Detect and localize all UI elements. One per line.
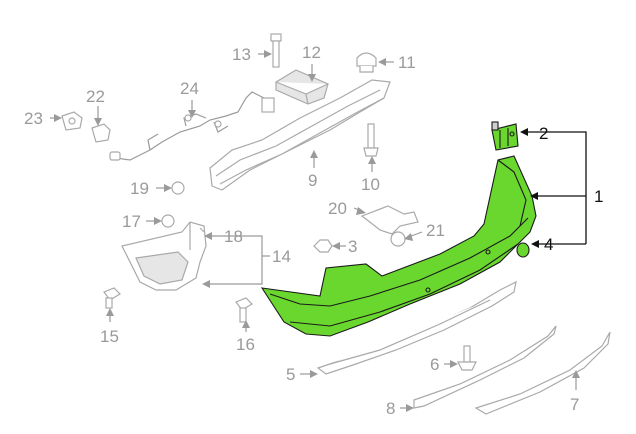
- callout-9: 9: [308, 171, 317, 190]
- part-15-bolt: [103, 287, 121, 309]
- callout-11: 11: [398, 53, 416, 72]
- part-11-nut: [356, 52, 377, 73]
- part-20-bracket: [360, 205, 419, 235]
- callout-10: 10: [361, 175, 380, 194]
- part-9-reinforcement-bar: [209, 79, 391, 191]
- part-22-sensor: [91, 123, 111, 143]
- callout-17: 17: [122, 212, 141, 231]
- callout-24: 24: [180, 79, 199, 98]
- callout-6: 6: [430, 355, 439, 374]
- callout-3: 3: [348, 237, 357, 256]
- callout-13: 13: [232, 45, 251, 64]
- callout-8: 8: [386, 399, 395, 418]
- part-8-trim-strip: [413, 325, 557, 409]
- part-12-foam-block: [275, 69, 329, 105]
- callout-5: 5: [286, 365, 295, 384]
- callout-7: 7: [570, 395, 579, 414]
- part-24-wiring-harness: [109, 91, 275, 161]
- leader-lines: [50, 50, 587, 412]
- callout-1: 1: [594, 187, 603, 206]
- callout-12: 12: [302, 43, 321, 62]
- part-19-grommet: [171, 181, 185, 195]
- callout-15: 15: [100, 327, 119, 346]
- part-5-valance: [316, 280, 517, 375]
- part-10-bolt: [363, 123, 379, 157]
- callout-21: 21: [426, 221, 445, 240]
- callout-18: 18: [224, 227, 243, 246]
- callout-labels: 1 2 3 4 5 6 7 8 9 10 11 12 13 14 15 16 1…: [24, 43, 603, 418]
- callout-20: 20: [328, 199, 347, 218]
- part-16-bolt: [235, 297, 253, 323]
- part-2-bracket[interactable]: [491, 121, 519, 151]
- part-13-bolt: [270, 33, 282, 68]
- part-14-18-side-bracket: [121, 221, 207, 291]
- part-21-nut: [390, 231, 406, 247]
- callout-2: 2: [539, 124, 548, 143]
- callout-19: 19: [130, 179, 149, 198]
- part-6-screw: [457, 345, 477, 371]
- part-4-reflector[interactable]: [516, 242, 530, 258]
- callout-23: 23: [24, 109, 43, 128]
- callout-22: 22: [86, 87, 105, 106]
- part-7-trim-strip: [474, 331, 611, 415]
- callout-4: 4: [544, 235, 553, 254]
- part-17-grommet: [161, 214, 175, 228]
- callout-14: 14: [272, 247, 291, 266]
- part-3-nut: [313, 239, 333, 253]
- callout-16: 16: [236, 335, 255, 354]
- part-23-sensor-holder: [61, 111, 83, 131]
